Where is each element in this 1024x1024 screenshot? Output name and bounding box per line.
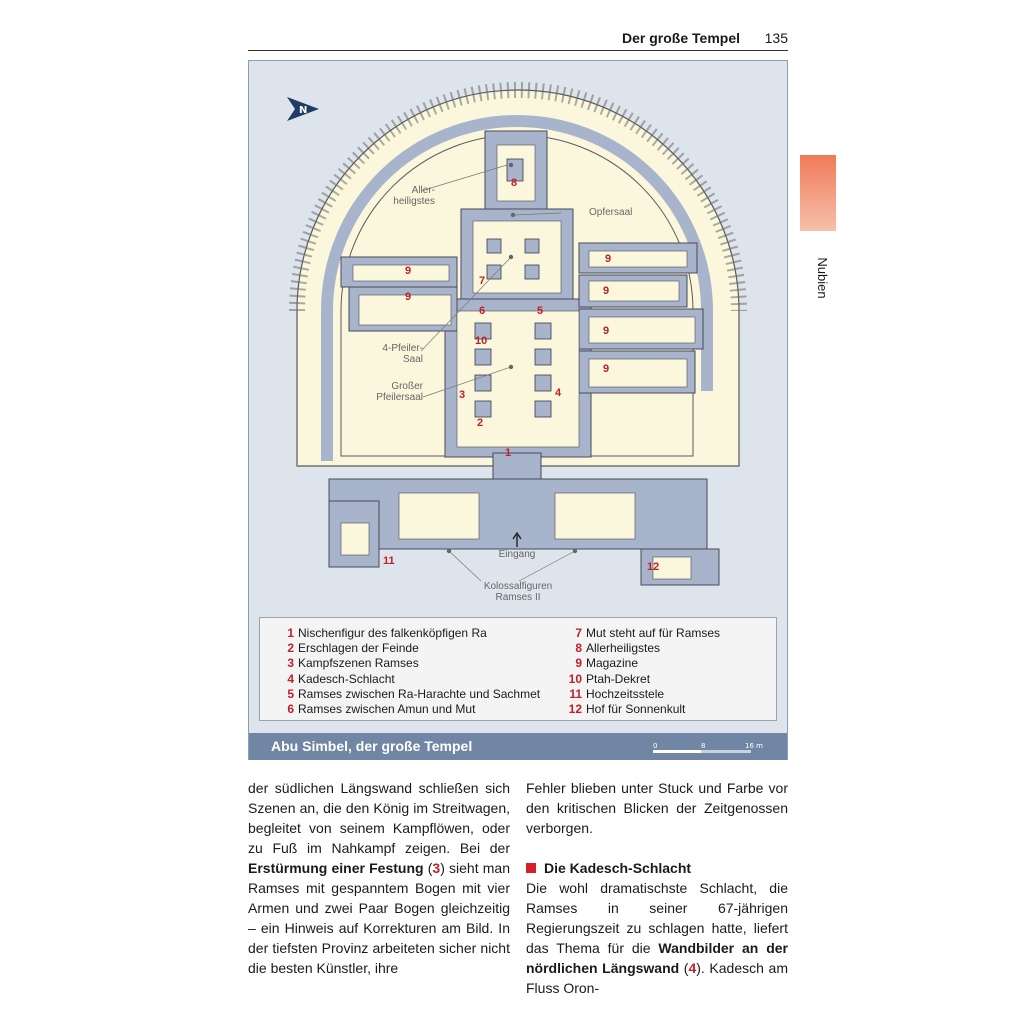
- emphasis-text: Wandbilder an der nördlichen Längswand: [526, 940, 788, 976]
- plan-number: 9: [603, 325, 610, 337]
- scale-tick-8: 8: [701, 742, 705, 750]
- plan-reference: 4: [688, 960, 697, 976]
- plan-number: 1: [505, 447, 512, 459]
- scale-tick-0: 0: [653, 742, 657, 750]
- body-paragraph: Fehler blieben unter Stuck und Farbe vor…: [526, 780, 788, 836]
- plan-number: 12: [647, 561, 660, 573]
- plan-number: 4: [555, 387, 562, 399]
- plan-number: 2: [477, 417, 484, 429]
- plan-number: 7: [479, 275, 486, 287]
- section-tab-label: Nubien: [815, 257, 830, 299]
- plan-number: 8: [511, 177, 518, 189]
- plan-reference: 3: [432, 860, 441, 876]
- north-arrow-icon: N: [287, 97, 319, 121]
- body-paragraph: Die wohl dramatischste Schlacht, die Ram…: [526, 880, 788, 996]
- label-allerheiligstes: Aller-heiligstes: [393, 185, 435, 207]
- body-column-left: der südlichen Längswand schließen sich S…: [248, 778, 510, 978]
- plan-number: 5: [537, 305, 544, 317]
- label-eingang: Eingang: [498, 549, 536, 560]
- figure-caption: Abu Simbel, der große Tempel: [271, 738, 473, 754]
- body-column-right: Fehler blieben unter Stuck und Farbe vor…: [526, 778, 788, 998]
- scale-bar: 0 8 16 m: [653, 742, 763, 753]
- plan-number: 9: [405, 265, 412, 277]
- plan-number: 9: [605, 253, 612, 265]
- plan-number: 6: [479, 305, 486, 317]
- section-tab-marker: [800, 155, 836, 231]
- square-bullet-icon: [526, 863, 536, 873]
- plan-number: 9: [603, 363, 610, 375]
- figure-caption-bar: Abu Simbel, der große Tempel 0 8 16 m: [249, 733, 787, 760]
- plan-number: 9: [603, 285, 610, 297]
- svg-text:N: N: [299, 105, 307, 116]
- plan-number: 10: [475, 335, 488, 347]
- temple-plan-figure: N Aller-heiligstes Opfersaal 4-Pfeiler-S…: [248, 60, 788, 760]
- emphasis-text: Erstürmung einer Festung: [248, 860, 424, 876]
- scale-tick-16: 16 m: [745, 742, 763, 750]
- plan-number: 3: [459, 389, 466, 401]
- label-4-pfeiler-saal: 4-Pfeiler-Saal: [382, 343, 423, 365]
- chapter-title: Der große Tempel: [622, 30, 740, 46]
- plan-number: 9: [405, 291, 412, 303]
- body-paragraph: der südlichen Längswand schließen sich S…: [248, 780, 510, 976]
- plan-number: 11: [383, 555, 395, 567]
- running-header: Der große Tempel 135: [248, 28, 788, 51]
- section-heading: Die Kadesch-Schlacht: [526, 858, 788, 878]
- temple-floor-plan: N: [287, 82, 747, 586]
- label-opfersaal: Opfersaal: [589, 207, 633, 218]
- page-number: 135: [764, 30, 788, 46]
